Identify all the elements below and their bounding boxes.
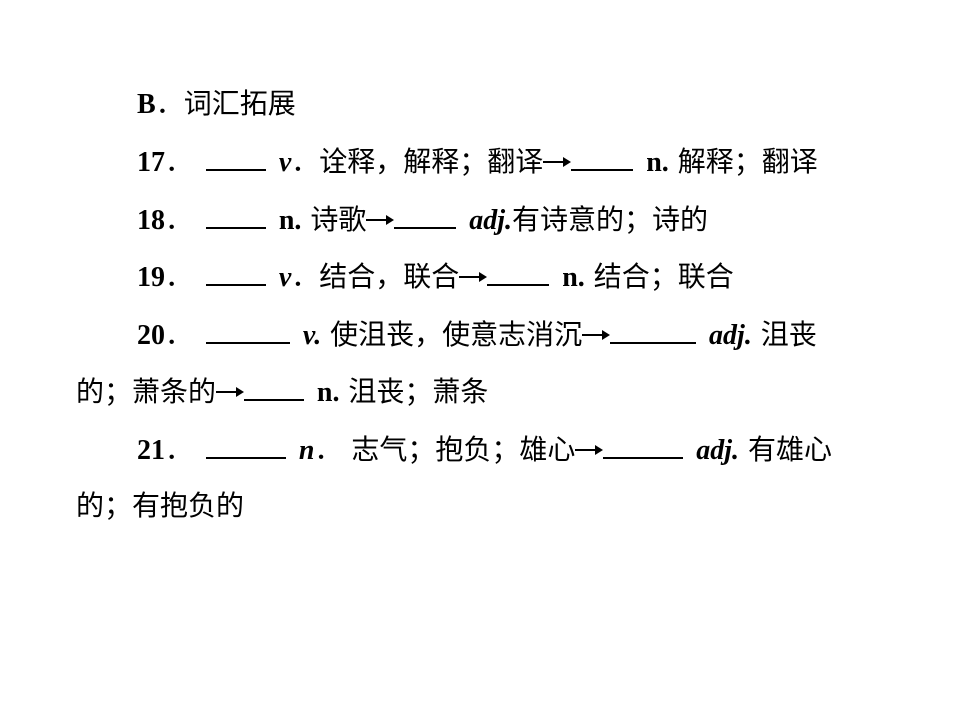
arrow-icon bbox=[459, 271, 488, 282]
definition: 志气；抱负；雄心 bbox=[351, 433, 576, 466]
vocab-item-21: 21． n． 志气；抱负；雄心 adj. 有雄心 bbox=[0, 429, 960, 469]
item-number: 20 bbox=[137, 320, 165, 351]
vocab-item-21-continued: 的；有抱负的 bbox=[0, 486, 960, 526]
vocab-item-20: 20． v. 使沮丧，使意志消沉 adj. 沮丧 bbox=[0, 314, 960, 354]
definition: 的；萧条的 bbox=[76, 375, 217, 408]
section-separator: ． bbox=[155, 87, 184, 120]
part-of-speech: adj. bbox=[696, 435, 740, 466]
pos-separator: ． bbox=[291, 145, 320, 178]
item-number: 18 bbox=[137, 205, 165, 236]
definition: 诠释，解释；翻译 bbox=[319, 145, 544, 178]
vocab-item-18: 18． n. 诗歌 adj.有诗意的；诗的 bbox=[0, 199, 960, 239]
answer-blank[interactable] bbox=[610, 314, 697, 344]
definition: 使沮丧，使意志消沉 bbox=[330, 318, 583, 351]
item-number: 17 bbox=[137, 147, 165, 178]
arrow-icon bbox=[216, 386, 245, 397]
answer-blank[interactable] bbox=[244, 371, 305, 401]
section-letter: B bbox=[137, 89, 156, 120]
item-separator: ． bbox=[165, 260, 194, 293]
section-heading: B．词汇拓展 bbox=[0, 84, 960, 124]
definition: 有雄心 bbox=[747, 433, 832, 466]
item-separator: ． bbox=[165, 433, 194, 466]
answer-blank[interactable] bbox=[205, 141, 266, 171]
definition: 有诗意的；诗的 bbox=[512, 203, 709, 236]
part-of-speech: n. bbox=[646, 147, 669, 178]
item-number: 21 bbox=[137, 435, 165, 466]
pos-separator: ． bbox=[291, 260, 320, 293]
part-of-speech: n. bbox=[562, 262, 585, 293]
part-of-speech: adj. bbox=[709, 320, 752, 351]
vocab-item-19: 19． v．结合，联合 n. 结合；联合 bbox=[0, 256, 960, 296]
part-of-speech: v bbox=[278, 262, 292, 293]
answer-blank[interactable] bbox=[487, 256, 550, 286]
item-number: 19 bbox=[137, 262, 165, 293]
answer-blank[interactable] bbox=[571, 141, 634, 171]
definition: 沮丧 bbox=[760, 318, 817, 351]
arrow-icon bbox=[575, 444, 604, 455]
part-of-speech: n. bbox=[278, 205, 302, 236]
part-of-speech: v. bbox=[302, 320, 322, 351]
answer-blank[interactable] bbox=[205, 199, 266, 229]
answer-blank[interactable] bbox=[205, 429, 286, 459]
definition: 解释；翻译 bbox=[677, 145, 818, 178]
section-title: 词汇拓展 bbox=[183, 87, 296, 120]
item-separator: ． bbox=[165, 145, 194, 178]
part-of-speech: adj. bbox=[469, 205, 513, 236]
part-of-speech: n bbox=[298, 435, 315, 466]
definition: 结合，联合 bbox=[319, 260, 460, 293]
item-separator: ． bbox=[165, 203, 194, 236]
vocab-item-17: 17． v．诠释，解释；翻译 n. 解释；翻译 bbox=[0, 141, 960, 181]
answer-blank[interactable] bbox=[603, 429, 684, 459]
answer-blank[interactable] bbox=[205, 256, 266, 286]
answer-blank[interactable] bbox=[205, 314, 290, 344]
arrow-icon bbox=[366, 214, 395, 225]
definition: 的；有抱负的 bbox=[76, 489, 245, 522]
part-of-speech: n. bbox=[316, 377, 340, 408]
definition: 结合；联合 bbox=[593, 260, 734, 293]
item-separator: ． bbox=[165, 318, 194, 351]
definition: 诗歌 bbox=[310, 203, 367, 236]
part-of-speech: v bbox=[278, 147, 292, 178]
arrow-icon bbox=[543, 156, 572, 167]
vocab-item-20-continued: 的；萧条的 n. 沮丧；萧条 bbox=[0, 371, 960, 411]
answer-blank[interactable] bbox=[394, 199, 457, 229]
pos-separator: ． bbox=[314, 433, 343, 466]
definition: 沮丧；萧条 bbox=[348, 375, 489, 408]
arrow-icon bbox=[582, 329, 611, 340]
